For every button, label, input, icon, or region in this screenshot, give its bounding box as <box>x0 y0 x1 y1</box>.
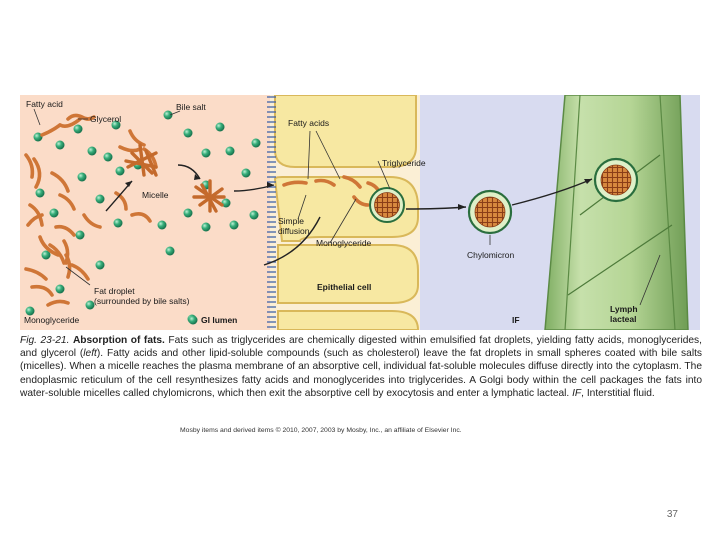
micelle-left <box>124 143 158 177</box>
label-micelle: Micelle <box>142 190 169 200</box>
bile-salts <box>25 110 261 324</box>
label-fat-droplet: Fat droplet <box>94 286 135 296</box>
label-monoglyceride-left: Monoglyceride <box>24 315 80 325</box>
glycerol <box>66 113 96 121</box>
gi-lumen-marker <box>188 315 198 325</box>
epithelial-cell-lower <box>277 310 420 330</box>
epithelial-cell-bottom <box>277 244 419 304</box>
fat-absorption-illustration: Fatty acid Glycerol Bile salt Micelle Fa… <box>20 95 700 330</box>
fat-droplet <box>48 239 90 281</box>
caption-left-word: left <box>83 348 97 360</box>
label-lacteal: lacteal <box>610 314 636 324</box>
microvilli-border <box>267 96 276 328</box>
fat-absorption-figure: Fatty acid Glycerol Bile salt Micelle Fa… <box>20 95 700 330</box>
micelle-right <box>192 179 226 213</box>
copyright-credit: Mosby items and derived items © 2010, 20… <box>180 427 462 434</box>
label-bile-salt: Bile salt <box>176 102 206 112</box>
figure-caption: Fig. 23-21. Absorption of fats. Fats suc… <box>20 334 702 400</box>
label-fatty-acids: Fatty acids <box>288 118 329 128</box>
lymph-lacteal <box>544 95 689 330</box>
label-fatty-acid: Fatty acid <box>26 99 63 109</box>
caption-figure-number: Fig. 23-21. <box>20 335 70 346</box>
epithelial-cell-top <box>274 95 417 168</box>
lumen-arrowheads <box>125 174 274 188</box>
caption-title: Absorption of fats. <box>72 335 165 346</box>
fatty-acids-lumen <box>24 117 158 307</box>
label-triglyceride: Triglyceride <box>382 158 426 168</box>
label-epithelial-cell: Epithelial cell <box>317 282 371 292</box>
label-simple-diffusion-1: Simple <box>278 216 304 226</box>
lacteal-wall-left <box>564 95 581 330</box>
label-monoglyceride-right: Monoglyceride <box>316 238 372 248</box>
chylomicron-interstitial <box>467 189 513 235</box>
caption-text-part-3: , Interstitial fluid. <box>581 387 655 399</box>
chylomicron-in-cell <box>369 187 405 223</box>
label-gi-lumen: GI lumen <box>201 315 237 325</box>
chylomicron-lacteal <box>593 157 639 203</box>
label-fat-droplet-sub: (surrounded by bile salts) <box>94 296 190 306</box>
label-chylomicron: Chylomicron <box>467 250 515 260</box>
caption-text-part-2: ). Fatty acids and other lipid-soluble c… <box>20 348 703 399</box>
caption-if-abbr: IF <box>572 387 582 399</box>
caption-text-part-1: Fats such as triglycerides are chemicall… <box>20 335 702 360</box>
page-number: 37 <box>666 509 678 520</box>
lacteal-wall-right <box>659 95 676 330</box>
label-if: IF <box>512 315 520 325</box>
label-simple-diffusion-2: diffusion <box>278 226 310 236</box>
label-glycerol: Glycerol <box>90 114 121 124</box>
transport-arrowheads <box>458 179 592 210</box>
leader-lines <box>33 108 661 306</box>
label-lymph: Lymph <box>610 304 638 314</box>
